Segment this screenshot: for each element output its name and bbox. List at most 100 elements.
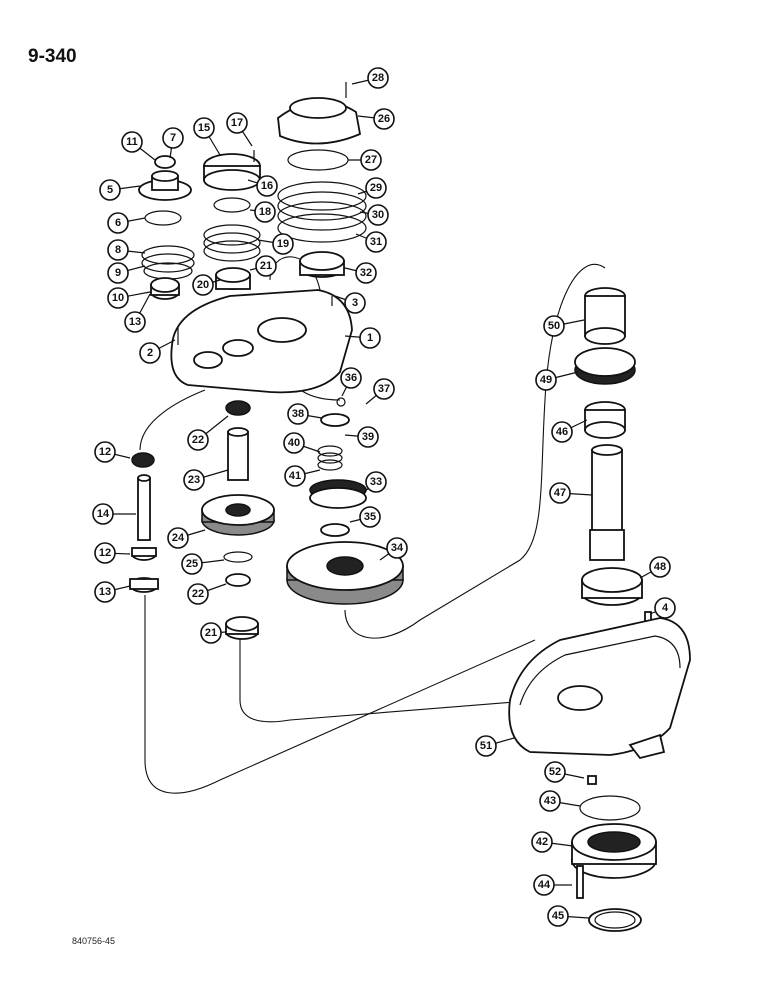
- callout-number: 41: [289, 470, 301, 482]
- callout-6: 6: [107, 212, 146, 234]
- output-shaft-parts: [574, 287, 652, 627]
- callout-9: 9: [107, 262, 146, 284]
- callout-circle: [192, 274, 214, 296]
- callout-45: 45: [547, 905, 590, 927]
- callout-number: 13: [129, 316, 141, 328]
- callout-circle: [373, 108, 395, 130]
- callout-number: 9: [115, 267, 121, 279]
- main-housing: [508, 617, 691, 760]
- callout-5: 5: [99, 179, 141, 201]
- callout-10: 10: [107, 287, 151, 309]
- callout-circle: [539, 790, 561, 812]
- callout-12: 12: [94, 542, 131, 564]
- callout-circle: [359, 327, 381, 349]
- callout-number: 34: [391, 542, 404, 554]
- callout-13: 13: [94, 581, 131, 603]
- output-gear-parts: [286, 397, 404, 605]
- callout-33: 33: [363, 471, 387, 493]
- idler-gear-parts: [201, 400, 275, 640]
- callout-circle: [340, 367, 362, 389]
- callout-number: 22: [192, 588, 204, 600]
- callout-20: 20: [192, 274, 221, 296]
- callout-circle: [256, 175, 278, 197]
- callout-number: 39: [362, 431, 374, 443]
- callout-17: 17: [226, 112, 253, 147]
- callout-circle: [654, 597, 676, 619]
- callout-circle: [193, 117, 215, 139]
- callout-22: 22: [187, 415, 229, 451]
- callout-38: 38: [287, 403, 323, 425]
- callout-circle: [107, 287, 129, 309]
- callout-number: 42: [536, 836, 548, 848]
- callout-circle: [94, 441, 116, 463]
- callout-23: 23: [183, 469, 229, 491]
- callout-number: 36: [345, 372, 357, 384]
- callout-circle: [272, 233, 294, 255]
- callout-14: 14: [92, 503, 136, 525]
- callout-circle: [373, 378, 395, 400]
- callout-36: 36: [340, 367, 362, 397]
- callout-8: 8: [107, 239, 146, 261]
- callout-number: 18: [259, 206, 271, 218]
- callout-circle: [533, 874, 555, 896]
- callout-13: 13: [124, 293, 151, 333]
- callout-circle: [99, 179, 121, 201]
- callout-number: 47: [554, 487, 566, 499]
- callout-number: 17: [231, 117, 243, 129]
- callout-37: 37: [365, 378, 395, 405]
- callout-number: 24: [172, 532, 185, 544]
- callout-circle: [255, 255, 277, 277]
- callout-15: 15: [193, 117, 221, 156]
- assembly-paths: [139, 256, 606, 794]
- callout-circle: [187, 583, 209, 605]
- callout-number: 10: [112, 292, 124, 304]
- callout-number: 1: [367, 332, 373, 344]
- callout-circle: [94, 581, 116, 603]
- callout-number: 26: [378, 113, 390, 125]
- end-cover-assembly-right: [277, 82, 367, 278]
- callout-2: 2: [139, 339, 176, 364]
- callout-layer: 1234567891011121213131415161718192021212…: [92, 67, 676, 927]
- callout-number: 6: [115, 217, 121, 229]
- callout-50: 50: [543, 315, 585, 337]
- callout-number: 21: [260, 260, 272, 272]
- bottom-parts: [571, 775, 657, 932]
- callout-number: 49: [540, 374, 552, 386]
- callout-number: 45: [552, 910, 564, 922]
- callout-number: 44: [538, 879, 551, 891]
- callout-circle: [162, 127, 184, 149]
- callout-circle: [544, 761, 566, 783]
- callout-circle: [531, 831, 553, 853]
- callout-number: 23: [188, 474, 200, 486]
- callout-circle: [365, 471, 387, 493]
- end-cover-assembly-middle: [203, 150, 261, 290]
- callout-48: 48: [639, 556, 671, 579]
- callout-circle: [535, 369, 557, 391]
- callout-3: 3: [334, 292, 366, 314]
- callout-number: 30: [372, 209, 384, 221]
- callout-40: 40: [283, 432, 321, 454]
- callout-circle: [124, 311, 146, 333]
- callout-number: 12: [99, 446, 111, 458]
- callout-18: 18: [249, 201, 276, 223]
- callout-circle: [284, 465, 306, 487]
- callout-number: 13: [99, 586, 111, 598]
- callout-circle: [107, 212, 129, 234]
- callout-number: 31: [370, 236, 382, 248]
- callout-27: 27: [348, 149, 382, 171]
- callout-number: 16: [261, 180, 273, 192]
- callout-number: 35: [364, 511, 376, 523]
- housing-cover: [170, 289, 353, 394]
- callout-11: 11: [121, 131, 156, 161]
- callout-number: 20: [197, 279, 209, 291]
- callout-number: 25: [186, 558, 198, 570]
- callout-30: 30: [359, 204, 389, 226]
- callout-25: 25: [181, 553, 225, 575]
- callout-number: 28: [372, 72, 384, 84]
- callout-39: 39: [344, 426, 379, 448]
- callout-19: 19: [257, 233, 294, 255]
- callout-7: 7: [162, 127, 184, 159]
- callout-34: 34: [379, 537, 408, 561]
- callout-circle: [181, 553, 203, 575]
- callout-21: 21: [200, 622, 227, 644]
